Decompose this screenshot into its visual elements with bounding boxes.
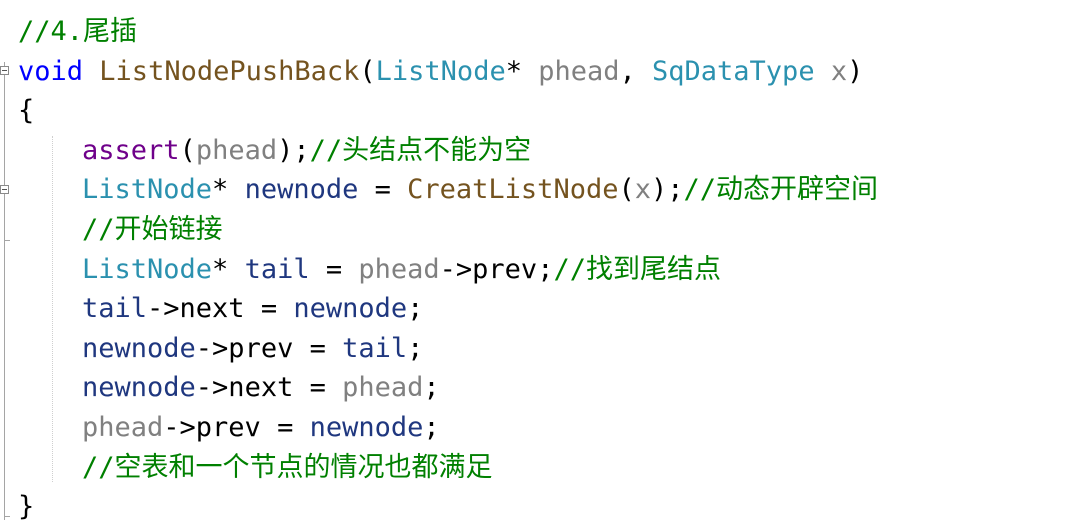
code-token-plain: ); — [277, 135, 310, 166]
code-token-plain: ; — [423, 372, 440, 403]
code-token-param: x — [830, 56, 848, 87]
code-token-plain: ( — [179, 135, 196, 166]
code-token-param: x — [634, 174, 651, 205]
code-token-plain: ) — [847, 56, 864, 87]
code-token-plain: , — [619, 56, 653, 87]
code-token-plain: ( — [359, 56, 376, 87]
code-token-param: phead — [195, 135, 278, 166]
code-token-type: SqDataType — [652, 56, 815, 87]
code-token-param: phead — [342, 372, 424, 403]
code-token-var: tail — [82, 293, 148, 324]
code-token-type: ListNode — [82, 174, 213, 205]
code-token-plain: { — [18, 95, 35, 126]
code-token-func: CreatListNode — [407, 174, 619, 205]
code-token-plain — [815, 56, 831, 87]
code-token-var: newnode — [82, 372, 196, 403]
code-token-plain: ( — [618, 174, 635, 205]
code-token-comment: //4.尾插 — [18, 16, 138, 47]
code-token-comment: //找到尾结点 — [553, 254, 721, 285]
code-token-comment: //空表和一个节点的情况也都满足 — [82, 452, 493, 483]
code-token-plain: * — [505, 56, 539, 87]
collapse-block-icon[interactable] — [0, 185, 9, 194]
code-token-plain: ->next = — [147, 293, 294, 324]
code-token-plain: = — [358, 174, 408, 205]
code-token-plain: ->next = — [195, 372, 343, 403]
code-token-plain: ->prev; — [439, 254, 554, 285]
code-line[interactable]: { — [18, 91, 34, 131]
code-token-kw: void — [18, 56, 84, 87]
code-line[interactable]: newnode->prev = tail; — [18, 329, 423, 369]
code-token-plain: } — [18, 491, 35, 522]
code-token-plain: * — [212, 254, 245, 285]
code-token-var: newnode — [309, 412, 424, 443]
code-line[interactable]: //开始链接 — [18, 210, 223, 250]
code-token-plain: ; — [423, 412, 440, 443]
code-token-plain: ->prev = — [163, 412, 310, 443]
code-token-plain: ->prev = — [195, 333, 343, 364]
code-token-var: newnode — [244, 174, 359, 205]
code-line[interactable]: newnode->next = phead; — [18, 368, 440, 408]
code-token-plain: ; — [407, 293, 424, 324]
code-line[interactable]: tail->next = newnode; — [18, 289, 423, 329]
collapse-function-icon[interactable] — [0, 66, 9, 75]
code-token-var: tail — [244, 254, 310, 285]
code-token-var: newnode — [293, 293, 408, 324]
code-line[interactable]: assert(phead);//头结点不能为空 — [18, 131, 531, 171]
indent-guide — [52, 136, 53, 482]
outline-bar-function — [4, 62, 5, 520]
code-token-plain: = — [309, 254, 359, 285]
code-token-plain: * — [212, 174, 245, 205]
code-token-type: ListNode — [82, 254, 213, 285]
code-token-param: phead — [82, 412, 164, 443]
code-line[interactable]: //4.尾插 — [18, 12, 137, 52]
code-token-plain — [83, 56, 99, 87]
code-token-var: newnode — [82, 333, 196, 364]
code-token-plain: ; — [407, 333, 424, 364]
code-token-var: tail — [342, 333, 408, 364]
code-token-param: phead — [358, 254, 440, 285]
code-line[interactable]: ListNode* newnode = CreatListNode(x);//动… — [18, 170, 878, 210]
code-token-func: ListNodePushBack — [99, 56, 360, 87]
code-line[interactable]: } — [18, 487, 34, 527]
code-token-type: ListNode — [375, 56, 506, 87]
outline-block-end — [4, 240, 10, 241]
code-token-plain: ); — [651, 174, 684, 205]
code-token-comment: //头结点不能为空 — [309, 135, 532, 166]
code-line[interactable]: ListNode* tail = phead->prev;//找到尾结点 — [18, 250, 721, 290]
code-token-macro: assert — [82, 135, 180, 166]
code-token-comment: //动态开辟空间 — [683, 174, 879, 205]
code-line[interactable]: phead->prev = newnode; — [18, 408, 440, 448]
code-line[interactable]: //空表和一个节点的情况也都满足 — [18, 448, 493, 488]
code-token-comment: //开始链接 — [82, 214, 223, 245]
outline-function-end — [4, 516, 10, 517]
code-token-param: phead — [538, 56, 620, 87]
code-line[interactable]: void ListNodePushBack(ListNode* phead, S… — [18, 52, 863, 92]
